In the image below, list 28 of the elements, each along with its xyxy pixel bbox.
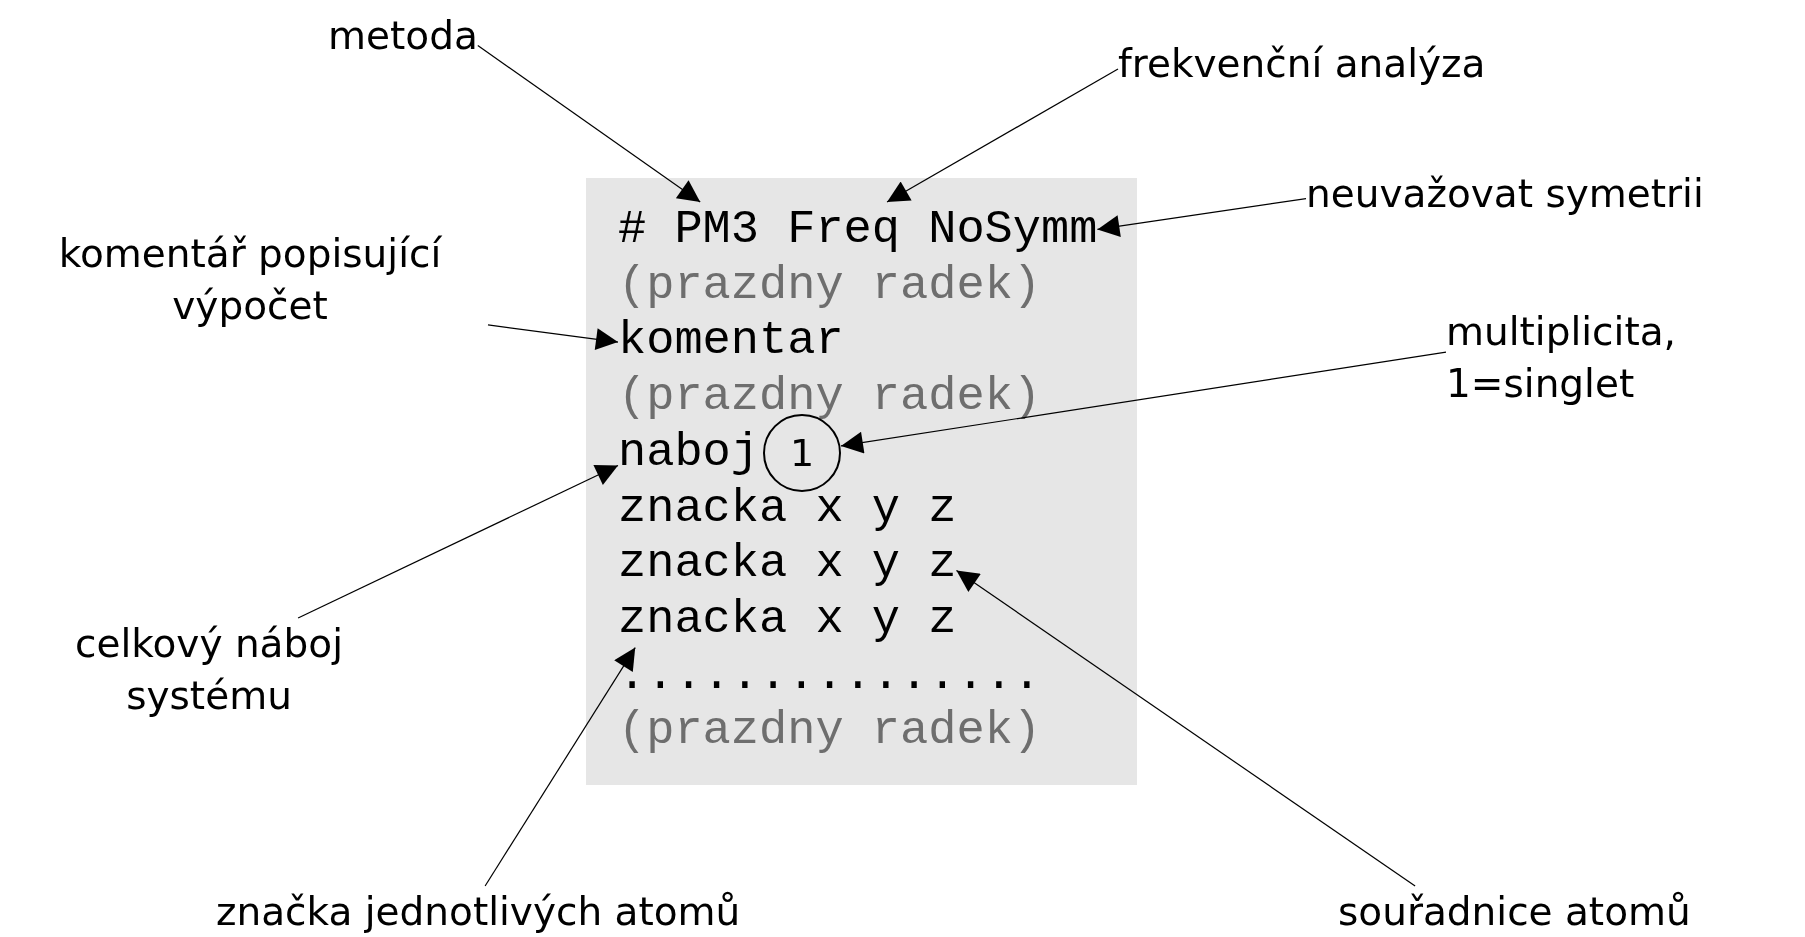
code-text: Freq: [787, 202, 900, 258]
callout-text: neuvažovat symetrii: [1306, 168, 1704, 220]
code-text: (prazdny radek): [618, 703, 1042, 759]
callout-text: multiplicita, 1=singlet: [1446, 306, 1746, 410]
callout-text: frekvenční analýza: [1118, 38, 1486, 90]
callout-text: značka jednotlivých atomů: [216, 886, 741, 937]
code-text: NoSymm: [928, 202, 1098, 258]
leader-arrow: [484, 647, 636, 887]
leader-arrow: [477, 44, 701, 203]
code-panel: [586, 178, 1137, 785]
callout-text: celkový náboj systému: [40, 618, 378, 722]
leader-arrow: [886, 68, 1119, 203]
leader-arrow: [297, 464, 619, 619]
callout-text: souřadnice atomů: [1338, 886, 1691, 937]
code-text: znacka x y z: [618, 536, 957, 592]
leader-arrow: [955, 569, 1416, 887]
leader-arrow: [487, 324, 619, 351]
code-text: naboj: [618, 424, 760, 481]
code-text: znacka x y z: [618, 591, 957, 648]
code-text: (prazdny radek): [618, 257, 1042, 314]
code-text: #: [618, 202, 647, 258]
callout-text: metoda: [328, 10, 478, 62]
code-text: ...............: [618, 647, 1042, 704]
code-text: komentar: [618, 313, 844, 370]
code-text: PM3: [674, 202, 759, 258]
leader-arrow: [1096, 197, 1307, 238]
callout-text: komentář popisující výpočet: [12, 228, 488, 332]
leader-arrow: [840, 351, 1447, 454]
